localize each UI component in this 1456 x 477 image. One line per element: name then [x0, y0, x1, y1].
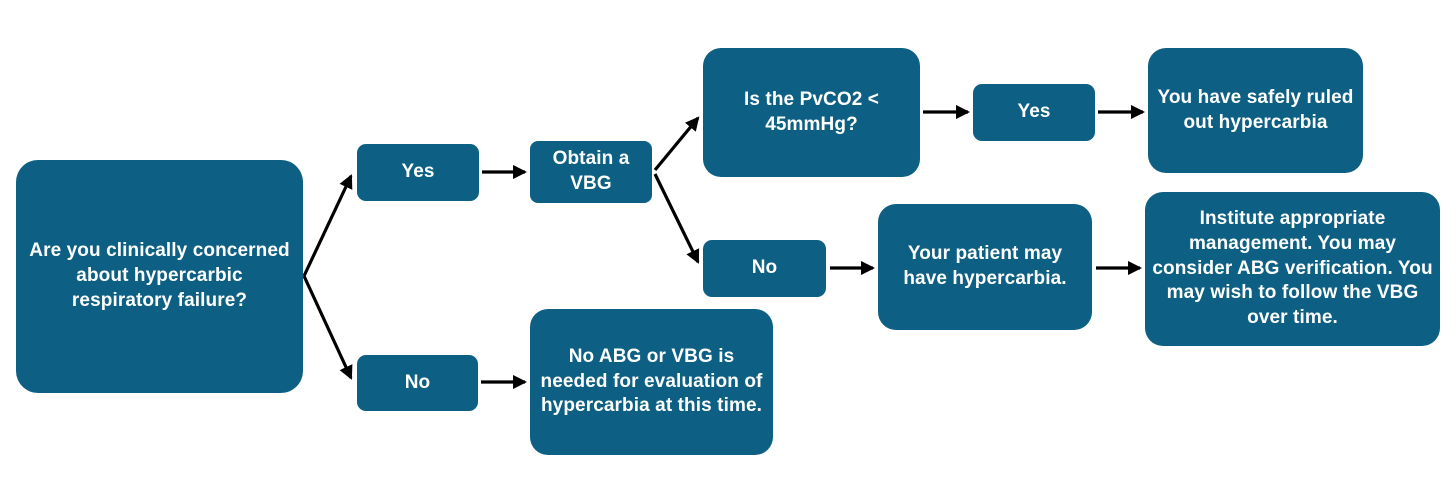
node-yes-pvco2-branch: Yes	[973, 84, 1095, 141]
node-pvco2-question: Is the PvCO2 < 45mmHg?	[703, 48, 920, 177]
node-ruled-out-hypercarbia: You have safely ruled out hypercarbia	[1148, 48, 1363, 173]
node-no-pvco2-branch: No	[703, 240, 826, 297]
node-institute-management: Institute appropriate management. You ma…	[1145, 192, 1440, 346]
node-obtain-vbg: Obtain a VBG	[530, 141, 652, 203]
node-no-test-needed: No ABG or VBG is needed for evaluation o…	[530, 309, 773, 455]
arrow-vbg-to-pvco2-question	[653, 116, 700, 172]
node-no-branch: No	[357, 355, 478, 411]
arrow-start-to-yes	[302, 174, 353, 277]
node-yes-branch: Yes	[357, 144, 479, 201]
arrow-start-to-no	[302, 275, 353, 380]
node-may-have-hypercarbia: Your patient may have hypercarbia.	[878, 204, 1092, 330]
node-start-question: Are you clinically concerned about hyper…	[16, 160, 303, 393]
arrow-vbg-to-no	[653, 173, 700, 264]
